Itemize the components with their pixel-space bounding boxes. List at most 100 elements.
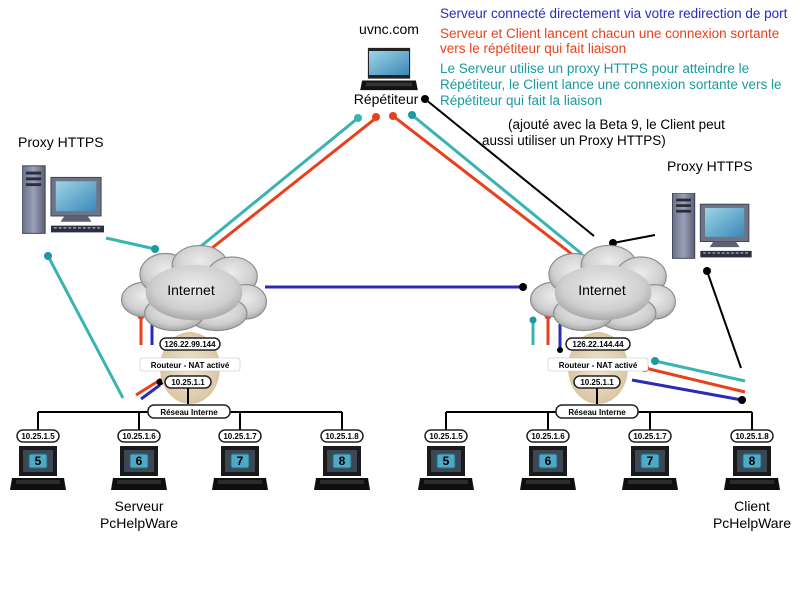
link-endpoint-dot bbox=[372, 113, 380, 121]
right-proxy: Proxy HTTPS bbox=[667, 158, 753, 259]
left-proxy-label: Proxy HTTPS bbox=[18, 134, 104, 150]
network-label: Réseau Interne bbox=[160, 408, 218, 417]
right-red-to-repeater bbox=[392, 114, 574, 257]
laptop-icon: 6 bbox=[111, 446, 167, 490]
laptop-icon: 8 bbox=[314, 446, 370, 490]
legend-red-line-2: vers le répétiteur qui fait liaison bbox=[440, 41, 626, 56]
legend-red-line-1: Serveur et Client lancent chacun une con… bbox=[440, 26, 779, 41]
host-ip-badge bbox=[218, 429, 262, 443]
host-ip-text: 10.25.1.5 bbox=[429, 432, 463, 441]
repeater-label: Répétiteur bbox=[354, 91, 419, 107]
host-number: 8 bbox=[339, 454, 346, 468]
proxy-server-icon bbox=[672, 193, 752, 259]
laptop-icon: 5 bbox=[10, 446, 66, 490]
host-ip-text: 10.25.1.8 bbox=[325, 432, 359, 441]
left-cloud-label: Internet bbox=[167, 282, 215, 298]
wan-ip-text: 126.22.99.144 bbox=[164, 340, 216, 349]
left-teal-to-repeater bbox=[199, 116, 359, 249]
left-proxy-to-lan bbox=[46, 255, 125, 399]
repeater: uvnc.com Répétiteur bbox=[354, 21, 419, 107]
host-ip-badge bbox=[526, 429, 570, 443]
left-network: Internet 126.22.99.144 Routeur - NAT act… bbox=[10, 244, 370, 531]
client-label-line1: Client bbox=[734, 498, 770, 514]
wan-ip-badge bbox=[159, 337, 221, 351]
legend-teal-line-3: Répétiteur qui fait la liaison bbox=[440, 93, 602, 108]
host-number: 5 bbox=[443, 454, 450, 468]
lan-ip-text: 10.25.1.1 bbox=[580, 378, 614, 387]
lan-host: 10.25.1.8 8 bbox=[314, 412, 370, 490]
host-ip-badge bbox=[16, 429, 60, 443]
host-ip-text: 10.25.1.7 bbox=[223, 432, 257, 441]
network-label-badge bbox=[147, 404, 231, 419]
host-ip-text: 10.25.1.6 bbox=[531, 432, 565, 441]
host-ip-text: 10.25.1.5 bbox=[21, 432, 55, 441]
lan-host: 10.25.1.6 6 bbox=[520, 412, 576, 490]
host-ip-text: 10.25.1.8 bbox=[735, 432, 769, 441]
right-proxy-label: Proxy HTTPS bbox=[667, 158, 753, 174]
left-proxy: Proxy HTTPS bbox=[18, 134, 104, 234]
host-number: 5 bbox=[35, 454, 42, 468]
laptop-icon: 8 bbox=[724, 446, 780, 490]
host-ip-text: 10.25.1.6 bbox=[122, 432, 156, 441]
lan-host: 10.25.1.8 8 bbox=[724, 412, 780, 490]
lan-host: 10.25.1.7 7 bbox=[212, 412, 268, 490]
repeater-computer-icon bbox=[360, 47, 418, 91]
host-ip-badge bbox=[320, 429, 364, 443]
left-proxy-to-cloud bbox=[105, 236, 156, 251]
right-client-red-link bbox=[644, 366, 746, 394]
connections bbox=[44, 95, 746, 404]
right-proxy-to-client bbox=[706, 270, 742, 369]
right-teal-to-repeater bbox=[411, 113, 583, 256]
link-endpoint-dot bbox=[151, 245, 159, 253]
server-label-line1: Serveur bbox=[114, 498, 163, 514]
client-label-line2: PcHelpWare bbox=[713, 515, 791, 531]
right-network: Internet 126.22.144.44 Routeur - NAT act… bbox=[418, 244, 791, 531]
host-number: 7 bbox=[237, 454, 244, 468]
link-endpoint-dot bbox=[408, 111, 416, 119]
right-client-teal-link bbox=[654, 359, 746, 383]
network-label-badge bbox=[555, 404, 639, 419]
link-endpoint-dot bbox=[421, 95, 429, 103]
host-number: 8 bbox=[749, 454, 756, 468]
laptop-icon: 7 bbox=[212, 446, 268, 490]
lan-host: 10.25.1.7 7 bbox=[622, 412, 678, 490]
legend: Serveur connecté directement via votre r… bbox=[440, 6, 788, 148]
host-ip-badge bbox=[424, 429, 468, 443]
router-label: Routeur - NAT activé bbox=[559, 361, 638, 370]
laptop-icon: 5 bbox=[418, 446, 474, 490]
right-cloud-label: Internet bbox=[578, 282, 626, 298]
left-red-to-repeater bbox=[206, 116, 377, 254]
laptop-icon: 6 bbox=[520, 446, 576, 490]
network-label: Réseau Interne bbox=[568, 408, 626, 417]
link-endpoint-dot bbox=[44, 252, 52, 260]
legend-teal-line-1: Le Serveur utilise un proxy HTTPS pour a… bbox=[440, 61, 749, 76]
link-endpoint-dot bbox=[389, 112, 397, 120]
lan-ip-text: 10.25.1.1 bbox=[171, 378, 205, 387]
lan-host: 10.25.1.5 5 bbox=[418, 412, 474, 490]
wan-ip-badge bbox=[565, 337, 631, 351]
host-ip-badge bbox=[730, 429, 774, 443]
host-number: 6 bbox=[545, 454, 552, 468]
server-label-line2: PcHelpWare bbox=[100, 515, 178, 531]
proxy-server-icon bbox=[22, 165, 104, 234]
host-ip-badge bbox=[628, 429, 672, 443]
host-list: 10.25.1.5 5 10.25.1.6 6 10.25.1.7 7 10.25.1.8 8 bbox=[418, 412, 780, 490]
router-label: Routeur - NAT activé bbox=[151, 361, 230, 370]
host-number: 7 bbox=[647, 454, 654, 468]
legend-note-2: aussi utiliser un Proxy HTTPS) bbox=[482, 133, 666, 148]
lan-host: 10.25.1.5 5 bbox=[10, 412, 66, 490]
laptop-icon: 7 bbox=[622, 446, 678, 490]
host-ip-badge bbox=[117, 429, 161, 443]
legend-teal-line-2: Répétiteur, le Client lance une connexio… bbox=[440, 77, 781, 92]
black-proxy-link bbox=[612, 234, 656, 244]
link-endpoint-dot bbox=[519, 283, 527, 291]
black-repeater-link bbox=[424, 98, 595, 237]
lan-host: 10.25.1.6 6 bbox=[111, 412, 167, 490]
right-client-blue-link bbox=[631, 378, 743, 402]
wan-ip-text: 126.22.144.44 bbox=[572, 340, 624, 349]
legend-note-1: (ajouté avec la Beta 9, le Client peut bbox=[508, 117, 725, 132]
host-ip-text: 10.25.1.7 bbox=[633, 432, 667, 441]
repeater-host-label: uvnc.com bbox=[359, 21, 419, 37]
host-number: 6 bbox=[136, 454, 143, 468]
